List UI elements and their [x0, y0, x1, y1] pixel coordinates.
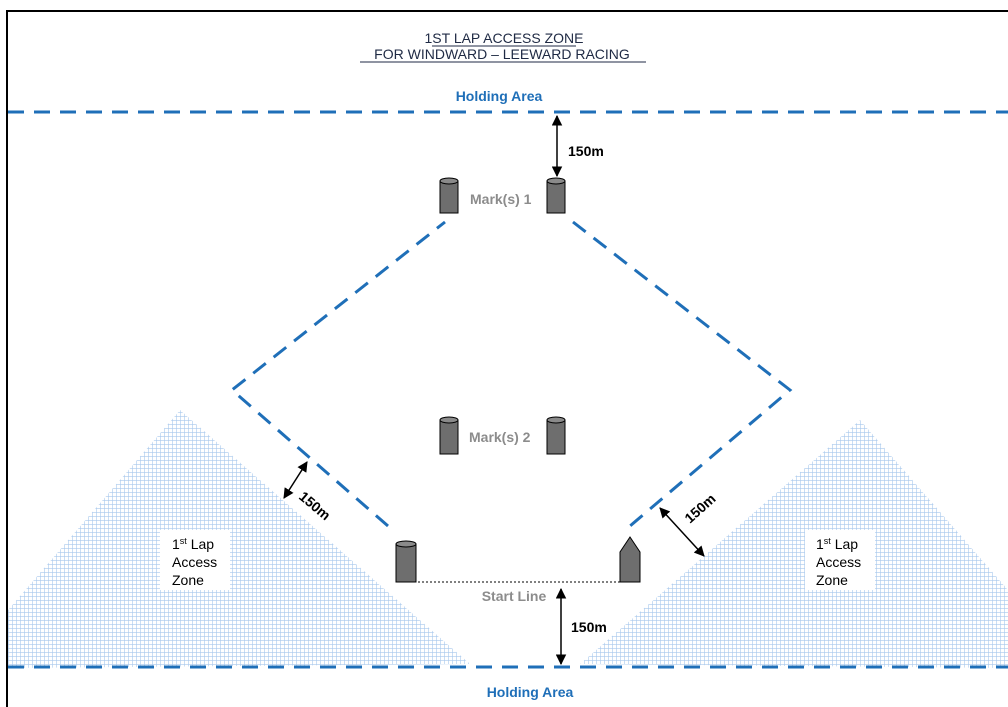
right-zone-label-line-3: Zone [816, 572, 848, 588]
start-line-label: Start Line [482, 588, 547, 604]
right-distance-arrow [659, 507, 705, 557]
access-zone-right-area [580, 420, 1008, 668]
diagram-frame [6, 10, 1008, 707]
mark-2-left-buoy [439, 416, 459, 455]
committee-boat-icon [619, 536, 641, 583]
bottom-distance-label: 150m [571, 619, 607, 635]
holding-area-top-label: Holding Area [456, 88, 543, 104]
mark-2-right-buoy [546, 416, 566, 455]
course-boundary-line-right [572, 220, 793, 528]
left-zone-label-box [160, 530, 230, 590]
start-pin-buoy [395, 540, 417, 583]
mark-2-label: Mark(s) 2 [469, 429, 531, 445]
course-boundary-line [229, 220, 446, 528]
holding-area-bottom-label: Holding Area [487, 684, 574, 700]
left-zone-label-line-3: Zone [172, 572, 204, 588]
right-zone-label-line-1: 1st Lap [816, 536, 858, 552]
access-zone-left-area [8, 410, 470, 668]
title-line-1: 1ST LAP ACCESS ZONE [425, 30, 584, 46]
left-distance-arrow [283, 461, 308, 499]
right-distance-label: 150m [681, 490, 718, 526]
mark-1-left-buoy [439, 177, 459, 214]
mark-1-label: Mark(s) 1 [470, 191, 532, 207]
right-zone-label-line-2: Access [816, 554, 861, 570]
left-zone-label-line-1: 1st Lap [172, 536, 214, 552]
top-distance-label: 150m [568, 143, 604, 159]
right-zone-label-box [805, 530, 875, 590]
mark-1-right-buoy [546, 177, 566, 214]
left-zone-label-line-2: Access [172, 554, 217, 570]
title-line-2: FOR WINDWARD – LEEWARD RACING [374, 46, 630, 62]
